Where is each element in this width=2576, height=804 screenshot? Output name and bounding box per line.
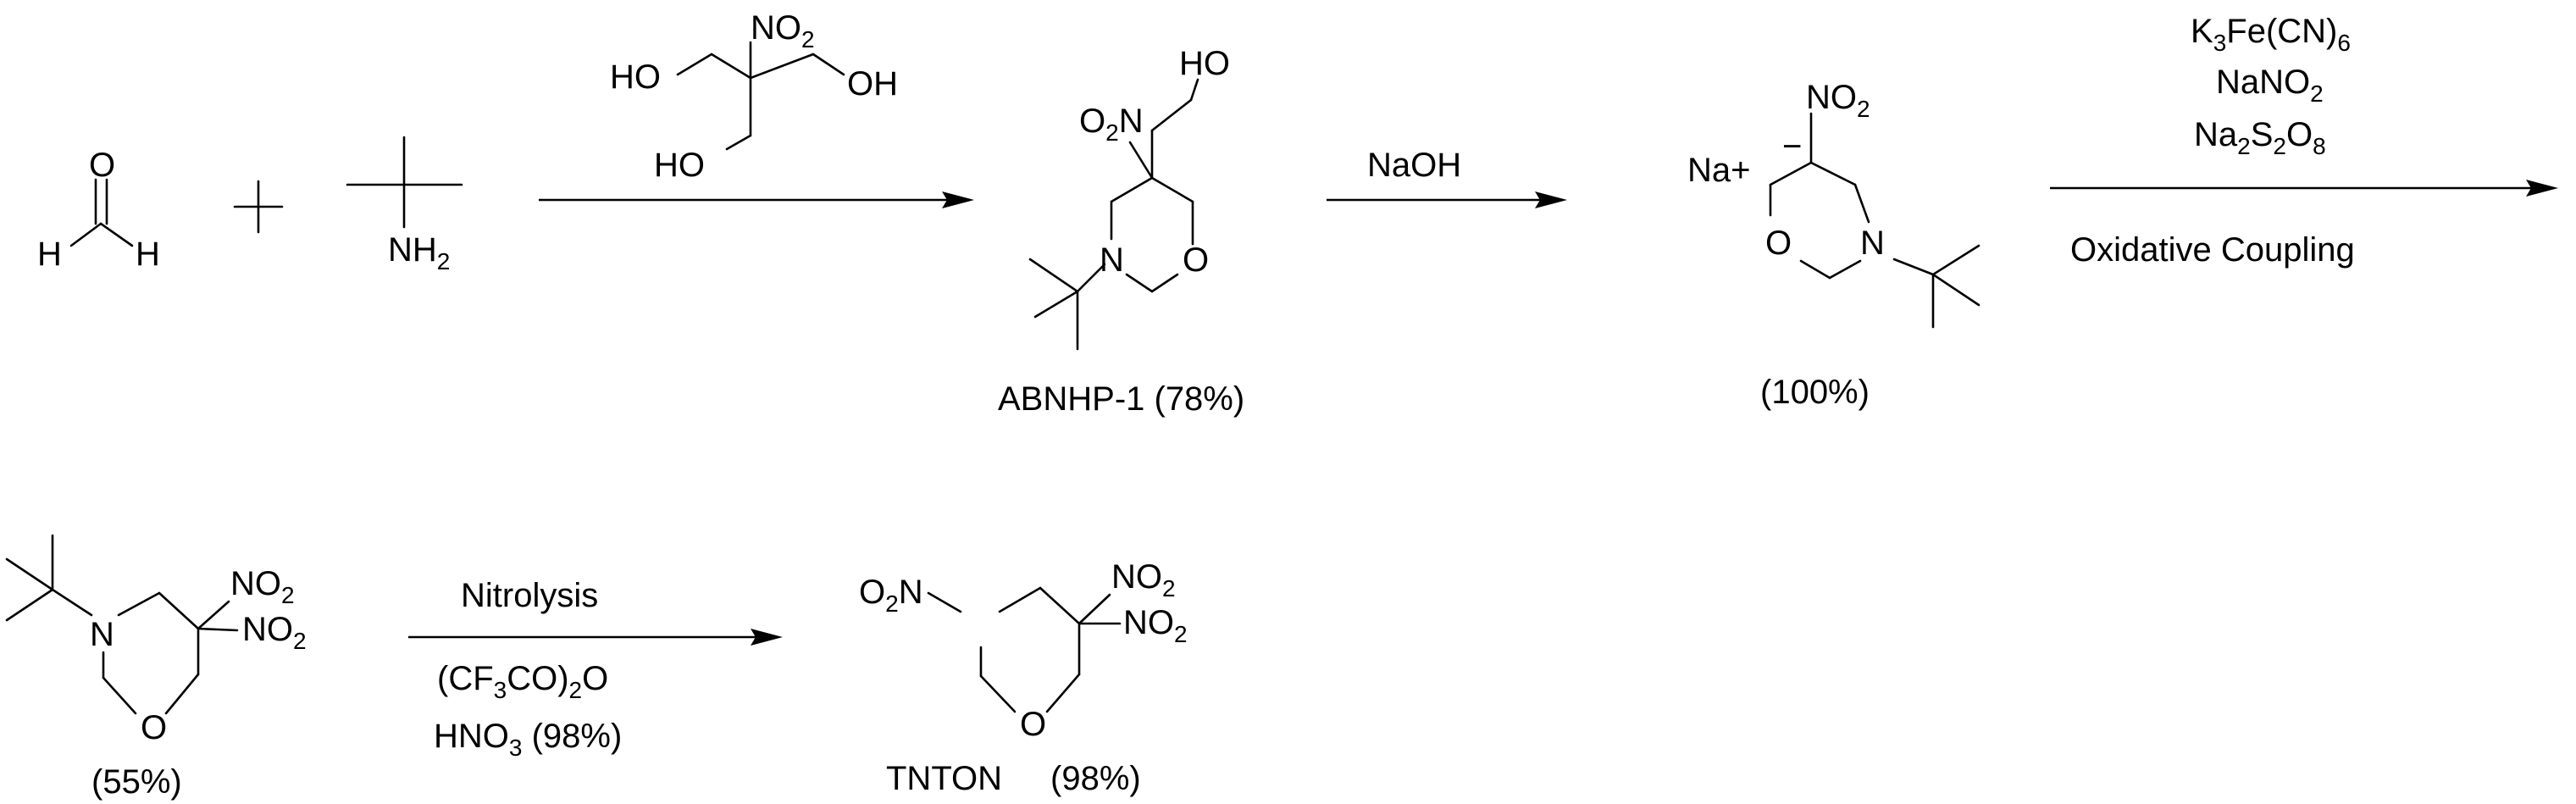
product2-o-ring-label: O [1765, 225, 1792, 262]
triol-reagent: HO NO2 OH HO [610, 9, 898, 184]
arrow-step-4 [408, 629, 783, 646]
product1-caption: ABNHP-1 (78%) [998, 380, 1244, 418]
amine-nh-label: NH2 [388, 231, 450, 274]
triol-no2-label: NO2 [751, 9, 815, 53]
aldehyde-h-right-label: H [136, 236, 160, 273]
product2-na-label: Na+ [1687, 152, 1751, 189]
product2-no2-label: NO2 [1806, 79, 1870, 122]
product3-no2-b-label: NO2 [242, 611, 307, 654]
product-nitronate-salt: NO2 Na+ − O N (100%) [1687, 79, 1980, 411]
arrow-step-3 [2050, 180, 2558, 197]
product-dinitro-tbu: N O NO2 NO2 (55%) [5, 534, 307, 801]
product4-no2-a-label: NO2 [1111, 558, 1176, 602]
step3-reagent3-label: Na2S2O8 [2194, 116, 2326, 159]
product1-o-ring-label: O [1183, 241, 1209, 279]
triol-ho-left-label: HO [610, 58, 661, 96]
formaldehyde: O H H [37, 147, 160, 273]
step2-reagent-label: NaOH [1367, 147, 1461, 184]
triol-ho-bottom-label: HO [654, 147, 705, 184]
step4-label: Nitrolysis [461, 577, 598, 614]
product-tnton: O2N O NO2 NO2 TNTON (98%) [859, 558, 1188, 797]
arrow-step-1 [539, 191, 974, 208]
product4-o-ring-label: O [1020, 706, 1046, 743]
product-abnhp-1: HO O2N N O ABNHP-1 (78%) [998, 45, 1244, 418]
step4-reagent2-label: HNO3 (98%) [434, 718, 622, 761]
triol-oh-right-label: OH [847, 65, 898, 103]
tert-butylamine: NH2 [346, 136, 463, 274]
step3-reagent2-label: NaNO2 [2216, 64, 2324, 107]
product3-no2-a-label: NO2 [230, 565, 295, 608]
product4-caption-yield: (98%) [1050, 760, 1141, 797]
product3-o-ring-label: O [141, 709, 167, 746]
arrow-step-2 [1327, 191, 1567, 208]
plus-sign [233, 180, 284, 234]
step4-reagent1-label: (CF3CO)2O [437, 660, 608, 703]
product4-caption-name: TNTON [886, 760, 1002, 797]
product1-ho-label: HO [1179, 45, 1230, 82]
product2-charge-label: − [1782, 128, 1802, 165]
product3-n-ring-label: N [90, 616, 114, 653]
product2-caption: (100%) [1760, 374, 1870, 411]
product3-caption: (55%) [91, 763, 182, 801]
step3-label: Oxidative Coupling [2070, 231, 2355, 269]
product1-o2n-label: O2N [1079, 103, 1144, 146]
product4-o2n-label: O2N [859, 574, 923, 617]
product2-n-ring-label: N [1860, 225, 1885, 262]
product4-no2-b-label: NO2 [1123, 604, 1188, 647]
aldehyde-o-label: O [89, 147, 115, 184]
product1-n-ring-label: N [1100, 241, 1124, 279]
aldehyde-h-left-label: H [37, 236, 62, 273]
step3-reagent1-label: K3Fe(CN)6 [2191, 13, 2351, 56]
